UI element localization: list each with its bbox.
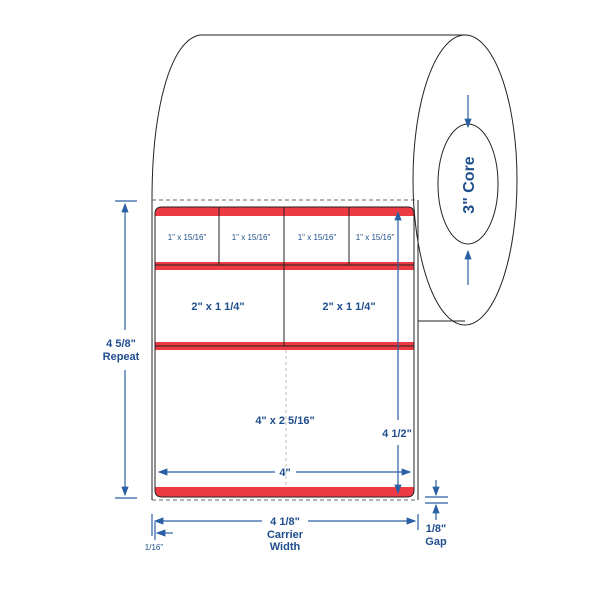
edge-value: 1/16": [145, 543, 164, 552]
medium-label-1: 2" x 1 1/4": [191, 301, 244, 313]
carrier-width-value: 4 1/8": [270, 516, 300, 528]
core-label: 3" Core: [461, 156, 478, 213]
carrier: [151, 199, 419, 501]
repeat-value: 4 5/8": [106, 338, 136, 350]
repeat-label: Repeat: [103, 351, 140, 363]
label-width-value: 4": [279, 467, 290, 479]
small-label-3: 1" x 15/16": [298, 233, 337, 242]
medium-label-2: 2" x 1 1/4": [322, 301, 375, 313]
small-label-4: 1" x 15/16": [356, 233, 395, 242]
gap-value: 1/8": [426, 523, 447, 535]
carrier-label: Carrier: [267, 529, 304, 541]
small-label-2: 1" x 15/16": [232, 233, 271, 242]
label-sheet: 1" x 15/16" 1" x 15/16" 1" x 15/16" 1" x…: [154, 206, 415, 498]
small-label-1: 1" x 15/16": [168, 233, 207, 242]
width-label: Width: [270, 541, 301, 553]
roll-outline: 3" Core: [151, 34, 518, 326]
large-label: 4" x 2 5/16": [255, 415, 314, 427]
dimension-lines: 4 5/8" Repeat 4 1/2" 4" 4 1/8" Carrier W…: [103, 200, 448, 553]
gap-label: Gap: [425, 536, 447, 548]
height-value: 4 1/2": [382, 428, 412, 440]
